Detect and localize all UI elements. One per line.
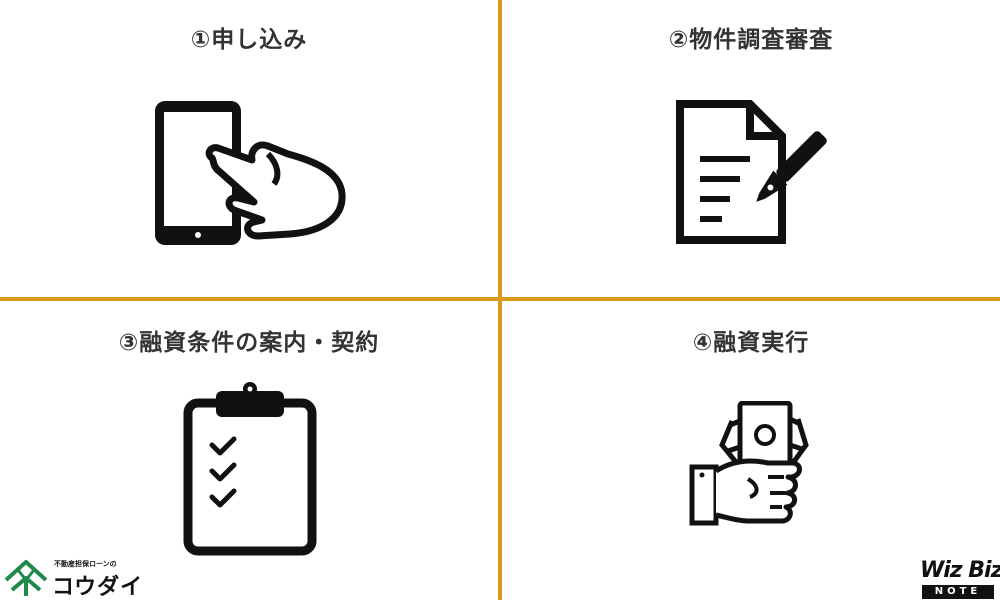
clipboard-checklist-icon	[182, 381, 318, 557]
koudai-logo-tagline: 不動産担保ローンの	[54, 560, 117, 568]
wizbiz-logo-name: Wiz Biz	[920, 558, 1000, 583]
horizontal-divider	[0, 297, 1000, 301]
step-2-panel: ②物件調査審査	[502, 0, 1000, 297]
step-3-panel: ③融資条件の案内・契約	[0, 301, 498, 600]
step-1-panel: ①申し込み	[0, 0, 498, 297]
smartphone-tap-icon	[150, 98, 350, 248]
hand-money-icon	[688, 401, 816, 531]
document-pen-icon	[674, 100, 834, 248]
koudai-logo: 不動産担保ローンの コウダイ	[0, 556, 144, 600]
koudai-mark-icon	[4, 560, 48, 596]
step-3-title: ③融資条件の案内・契約	[118, 330, 380, 356]
step-4-title: ④融資実行	[692, 330, 810, 356]
step-4-panel: ④融資実行	[502, 301, 1000, 600]
koudai-logo-name: コウダイ	[52, 575, 144, 600]
wizbiz-logo-note: NOTE	[922, 585, 994, 599]
step-1-title: ①申し込み	[190, 27, 308, 53]
step-2-title: ②物件調査審査	[668, 27, 834, 53]
wizbiz-note-logo: Wiz Biz NOTE	[918, 558, 1000, 600]
